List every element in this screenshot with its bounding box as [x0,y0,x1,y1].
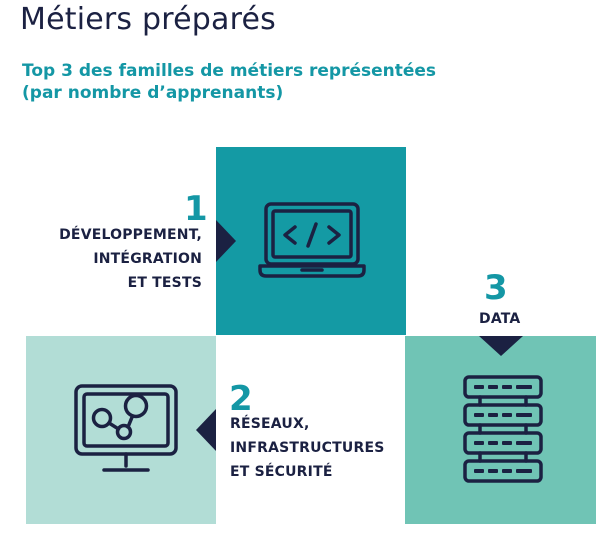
family-2-label: RÉSEAUX, INFRASTRUCTURES ET SÉCURITÉ [230,412,385,484]
laptop-code-icon [258,202,366,278]
page-subtitle: Top 3 des familles de métiers représenté… [22,60,436,104]
family-3-label: DATA [479,307,520,331]
family-1-label-line: ET TESTS [127,275,202,291]
family-3-block [405,336,596,524]
subtitle-line-2: (par nombre d’apprenants) [22,83,284,103]
family-3-label-line: DATA [479,311,521,327]
family-3-rank: 3 [484,268,508,308]
family-2-pointer [196,409,216,451]
family-2-label-line: RÉSEAUX, [230,416,310,432]
family-1-label-line: INTÉGRATION [93,251,202,267]
family-2-label-line: ET SÉCURITÉ [230,464,333,480]
family-3-pointer [479,336,523,356]
family-2-label-line: INFRASTRUCTURES [230,440,385,456]
subtitle-line-1: Top 3 des familles de métiers représenté… [22,61,437,81]
page-title: Métiers préparés [20,2,276,37]
family-1-rank: 1 [184,189,208,229]
family-1-pointer [216,220,236,262]
monitor-network-icon [74,384,178,472]
server-stack-icon [463,375,543,483]
family-1-label: DÉVELOPPEMENT, INTÉGRATION ET TESTS [40,223,202,295]
family-2-rank: 2 [229,379,253,419]
family-2-block [26,336,216,524]
family-1-label-line: DÉVELOPPEMENT, [59,227,202,243]
